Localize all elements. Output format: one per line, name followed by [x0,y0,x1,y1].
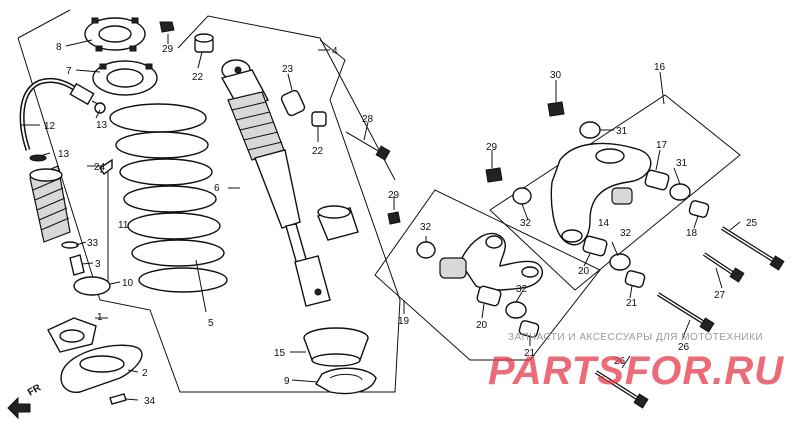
shock-absorber-6 [220,59,331,307]
callout-17: 17 [656,140,668,151]
front-arrow-label: FR [26,382,44,399]
callout-27: 27 [714,290,726,301]
callout-32-a: 32 [520,218,532,229]
callout-6: 6 [214,183,220,194]
nuts [387,101,565,225]
callout-4: 4 [332,46,338,57]
adjuster-nut-8 [84,17,146,52]
callout-30: 30 [550,70,562,81]
reservoir-boot [29,154,113,296]
bracket-1-band-2 [47,317,143,405]
callout-13-left: 13 [58,149,70,160]
callout-14: 14 [598,218,610,229]
leader-lines [20,34,741,401]
callout-33: 33 [87,238,99,249]
watermark-caption: ЗАПЧАСТИ И АКСЕССУАРЫ ДЛЯ МОТОТЕХНИКИ [508,332,763,343]
cushion-rubber [317,205,359,241]
callout-labels: 1 2 3 4 5 6 7 8 9 10 11 12 13 13 14 15 1… [44,42,758,407]
bushings-lower [476,235,646,338]
callout-32-b: 32 [420,222,432,233]
callout-7: 7 [66,66,72,77]
callout-22-mid: 22 [312,146,324,157]
bushings-top [159,21,327,127]
callout-11: 11 [118,220,129,231]
lock-nut-7 [92,60,158,96]
callout-19: 19 [398,316,410,327]
callout-2: 2 [142,368,148,379]
callout-9: 9 [284,376,290,387]
callout-24: 24 [94,162,106,173]
reservoir-hose-12 [19,78,106,151]
callout-32-c: 32 [620,228,632,239]
shock-arm-16 [512,121,652,246]
callout-15: 15 [274,348,286,359]
callout-21-upper: 21 [626,298,638,309]
watermark: ЗАПЧАСТИ И АКСЕССУАРЫ ДЛЯ МОТОТЕХНИКИ PA… [488,332,784,393]
spring-5 [109,103,228,293]
callout-26-lower: 26 [614,356,626,367]
callout-1: 1 [97,312,103,323]
callout-12: 12 [44,121,56,132]
callout-28: 28 [362,114,374,125]
callout-31-upper: 31 [616,126,628,137]
callout-5: 5 [208,318,214,329]
callout-3: 3 [95,259,101,270]
callout-20-upper: 20 [578,266,590,277]
callout-29-top: 29 [162,44,174,55]
callout-20-lower: 20 [476,320,488,331]
callout-8: 8 [56,42,62,53]
callout-34: 34 [144,396,156,407]
stopper-9 [315,367,377,395]
bolts-25-27-26 [594,226,785,409]
group-outlines [17,9,741,393]
callout-25: 25 [746,218,758,229]
callout-31-lower: 31 [676,158,688,169]
callout-22-top: 22 [192,72,204,83]
callout-26-upper: 26 [678,342,690,353]
front-direction-arrow: FR [7,382,44,420]
spring-seat-15 [303,327,369,367]
callout-18: 18 [686,228,698,239]
callout-32-d: 32 [516,284,528,295]
callout-21-lower: 21 [524,348,536,359]
callout-29-right: 29 [486,142,498,153]
callout-16: 16 [654,62,666,73]
callout-13-right: 13 [96,120,108,131]
callout-10: 10 [122,278,134,289]
callout-29-mid: 29 [388,190,400,201]
watermark-brand: PARTSFOR.RU [488,349,784,393]
callout-23: 23 [282,64,294,75]
bolt-28 [345,131,391,161]
